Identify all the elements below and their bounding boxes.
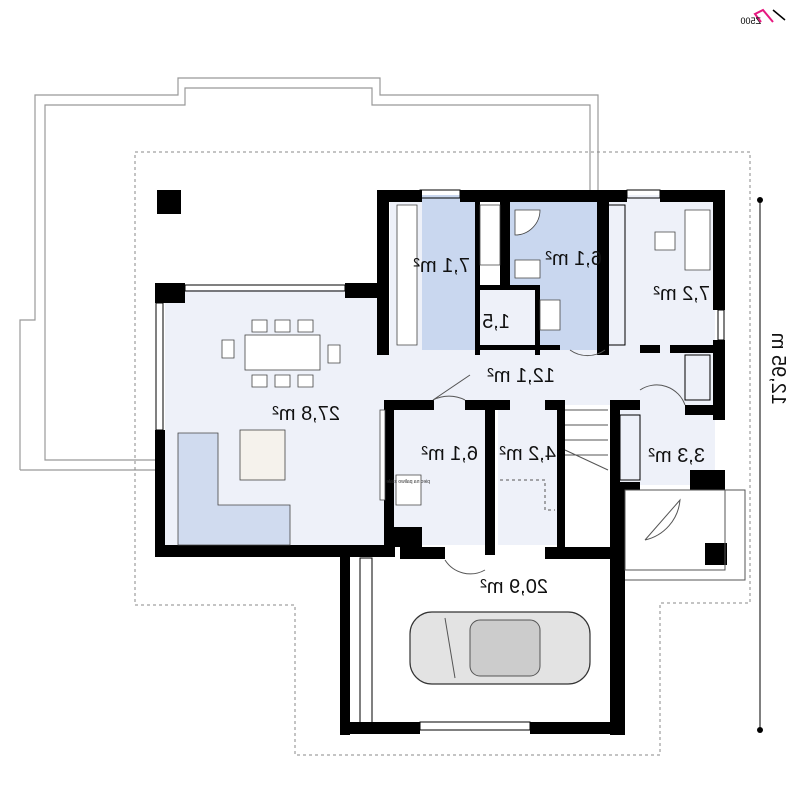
terrace-outline-inner	[44, 87, 591, 461]
wall	[384, 405, 394, 550]
window	[359, 557, 373, 724]
wall	[475, 345, 560, 350]
wall	[155, 283, 185, 303]
window	[419, 721, 531, 731]
window	[419, 189, 461, 199]
wall	[713, 340, 725, 420]
room-area-kitchen: 7,1 m²	[413, 255, 470, 277]
room-area-garage: 20,9 m²	[480, 576, 548, 598]
wall	[535, 285, 540, 355]
wall	[685, 405, 725, 415]
wall	[400, 547, 445, 559]
terrace-outline-outer	[19, 77, 599, 470]
wall	[557, 405, 565, 550]
windows	[155, 189, 725, 731]
room-area-vestibule: 3,3 m²	[648, 445, 705, 467]
room-fill	[422, 195, 477, 350]
window	[684, 354, 711, 401]
wall	[530, 722, 625, 734]
room-area-wc: 1,5	[482, 311, 510, 333]
dimension-line	[757, 197, 763, 733]
wall	[597, 190, 609, 355]
wall	[640, 345, 660, 353]
window	[626, 189, 661, 199]
room-area-bedroom: 7,2 m²	[653, 283, 710, 305]
logo-text: Z500	[740, 16, 761, 26]
room-area-bathroom: 6,1 m²	[545, 248, 602, 270]
dimension-label: 12,95 m	[767, 333, 789, 405]
wall	[670, 345, 725, 353]
wall	[392, 527, 422, 547]
wall	[610, 490, 625, 735]
window	[155, 302, 164, 431]
wall	[713, 190, 725, 310]
wall	[377, 190, 422, 202]
wall	[155, 430, 165, 555]
window	[184, 284, 346, 292]
window	[606, 204, 626, 346]
wall	[690, 470, 725, 490]
wall	[345, 283, 385, 298]
wall	[475, 285, 540, 290]
wall	[384, 400, 434, 410]
roof-outline	[134, 151, 751, 756]
wall	[660, 190, 725, 202]
room-labels: 27,8 m² 7,1 m² 1,5 6,1 m² 7,2 m² 12,1 m²…	[272, 248, 789, 598]
z500-logo: Z500	[740, 8, 786, 26]
wall	[610, 400, 620, 490]
entrance-and-stairs	[432, 349, 746, 581]
room-area-boiler: 6,1 m²	[421, 443, 478, 465]
wall	[545, 547, 620, 559]
window	[717, 309, 725, 341]
wall	[610, 400, 640, 410]
room-fill	[475, 290, 540, 350]
wall	[610, 482, 640, 490]
window	[619, 414, 641, 481]
wall	[377, 190, 389, 355]
wall	[485, 405, 495, 555]
wall	[340, 722, 420, 734]
room-area-living: 27,8 m²	[272, 403, 340, 425]
wall	[705, 543, 727, 565]
wall	[157, 190, 181, 214]
wall	[475, 195, 480, 355]
walls	[155, 190, 727, 735]
wall	[340, 545, 350, 735]
wall	[545, 400, 565, 410]
car-icon	[409, 611, 591, 685]
wall	[155, 545, 395, 557]
wall	[500, 195, 510, 285]
room-area-hall: 12,1 m²	[487, 365, 555, 387]
room-area-storage: 4,2 m²	[499, 443, 556, 465]
room-fill	[498, 405, 560, 545]
furniture	[177, 204, 711, 546]
boiler-note: piec na paliwo stałe	[386, 479, 430, 485]
